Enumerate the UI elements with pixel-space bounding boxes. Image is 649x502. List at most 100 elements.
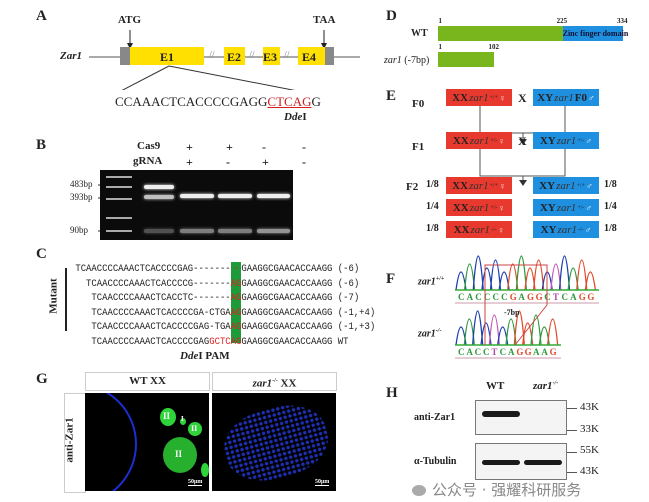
pam-highlight xyxy=(230,262,242,343)
oocyte-i xyxy=(180,418,186,425)
gene-name: zar1 xyxy=(469,179,489,192)
genotype-sup: +/- xyxy=(577,204,585,211)
zinc-finger-domain: Zinc finger domain xyxy=(562,26,628,41)
zoom-line-left xyxy=(121,65,170,90)
agarose-gel xyxy=(100,170,293,240)
exon-3 xyxy=(263,47,280,65)
marker-393: 393bp xyxy=(70,192,93,202)
wt-genotype: zar1+/+ xyxy=(418,276,444,287)
sex-icon: ♀ xyxy=(499,92,506,103)
gene-name: zar1 xyxy=(470,223,491,236)
exon-4 xyxy=(298,47,325,65)
base-call: C xyxy=(458,292,465,302)
base-call: A xyxy=(508,347,515,357)
oocyte-ii xyxy=(163,437,197,473)
trace-peak xyxy=(530,314,542,346)
base-call: C xyxy=(475,292,482,302)
mw-marker: 43K xyxy=(580,401,599,413)
dde1-site: CTCAG xyxy=(267,94,312,109)
chromosome: XY xyxy=(539,134,556,147)
exon-label: E2 xyxy=(227,50,242,64)
sequence-row: TCAACCCCAAACTCACCCCG-------AGGAAGGCGAACA… xyxy=(70,278,359,290)
panel-e-label: E xyxy=(386,88,397,104)
mw-marker: 43K xyxy=(580,465,599,477)
genotype-sup: +/+ xyxy=(435,276,445,282)
chromosome: XY xyxy=(539,179,556,192)
panel-a-label: A xyxy=(36,8,47,24)
enzyme-name: Dde xyxy=(180,350,199,362)
marker-tick xyxy=(567,452,577,453)
position-tick: 102 xyxy=(488,43,499,51)
gel-band xyxy=(218,229,252,233)
wechat-icon xyxy=(412,485,426,496)
sex-icon: ♀ xyxy=(498,135,506,146)
gene-name: zar1 xyxy=(554,91,574,104)
deletion-outline xyxy=(484,264,548,346)
genotype-sup: +/+ xyxy=(576,182,586,189)
grna-sign: + xyxy=(262,155,269,169)
sex-icon: ♂ xyxy=(584,224,592,235)
seq-left-wrap: TCAACCCCAAACTCACCCCGAG-TGA xyxy=(70,321,230,333)
grna-sign: + xyxy=(186,155,193,169)
enzyme-suffix: I xyxy=(198,350,203,362)
base-call: C xyxy=(500,347,507,357)
break-mark: // xyxy=(209,50,215,61)
base-call: C xyxy=(458,347,465,357)
indel-note: (-7) xyxy=(337,292,360,304)
blot-tubulin xyxy=(475,443,567,480)
base-call: A xyxy=(518,292,525,302)
gen-label: F1 xyxy=(412,141,425,153)
sequence-row: TCAACCCCAAACTCACCCCGAG--------GAAGGCGAAC… xyxy=(70,263,359,275)
genotype-sup: +/- xyxy=(490,204,498,211)
trace-peak xyxy=(489,259,502,291)
genotype-sup: +/- xyxy=(490,137,498,144)
trace-peak xyxy=(547,318,559,346)
generation-tag: F0 xyxy=(574,91,587,104)
gene-name: zar1 xyxy=(418,328,436,340)
pam-bases: - xyxy=(233,263,239,275)
gen-label: F0 xyxy=(412,98,425,110)
mut-protein-bar xyxy=(438,52,495,67)
ladder-band xyxy=(106,198,132,200)
base-call: C xyxy=(501,292,508,302)
cross-lines xyxy=(479,106,566,180)
indel-note: (-1,+3) xyxy=(337,321,376,333)
gene-name: zar1 xyxy=(469,91,489,104)
enzyme-name: Dde xyxy=(284,111,303,123)
mw-marker: 55K xyxy=(580,444,599,456)
sex-icon: ♂ xyxy=(586,180,593,191)
base-call: G xyxy=(550,347,557,357)
base-call: G xyxy=(525,347,532,357)
col-header-wt: WT XX xyxy=(85,372,210,391)
seq-right: GAAGGCGAACACCAAGG xyxy=(241,277,333,290)
base-call: C xyxy=(483,347,490,357)
panel-c-label: C xyxy=(36,246,47,262)
panel-h-label: H xyxy=(386,385,398,401)
pam-bases: AG xyxy=(230,306,242,319)
trace-peak xyxy=(515,255,528,291)
pam-bases: AG xyxy=(230,321,242,333)
genotype-sup: +/- xyxy=(577,137,585,144)
utr-5 xyxy=(120,47,130,65)
ladder-band xyxy=(106,230,132,232)
gene-name: zar1 xyxy=(418,276,436,288)
trace-peak xyxy=(513,310,525,346)
ratio: 1/8 xyxy=(426,179,439,190)
panel-f-label: F xyxy=(386,271,396,287)
ovary-nuclei xyxy=(216,395,336,491)
base-call: G xyxy=(516,347,523,357)
blot-band xyxy=(482,460,520,465)
base-call: T xyxy=(553,292,559,302)
base-call: G xyxy=(527,292,534,302)
chromosome: XY xyxy=(537,91,554,104)
sex-icon: ♂ xyxy=(585,202,593,213)
scale-bar: 50μm xyxy=(188,479,203,486)
grna-sign: - xyxy=(302,155,306,169)
stage-label: I xyxy=(181,415,184,423)
